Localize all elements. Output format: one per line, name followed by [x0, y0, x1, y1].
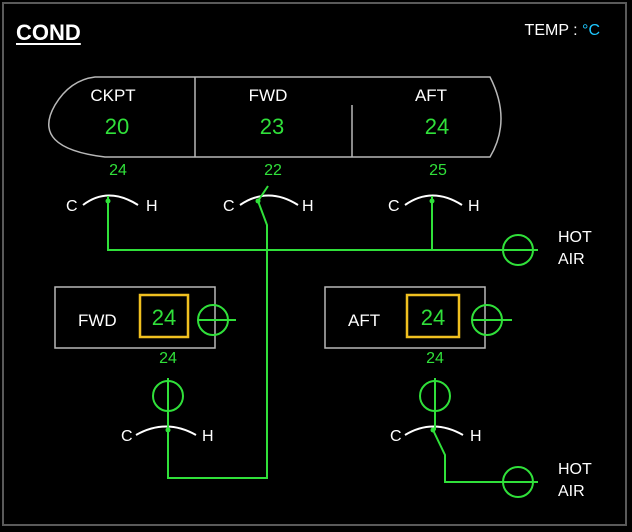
- trim-valve-fwd: [239, 185, 299, 206]
- zone-name-fwd: FWD: [248, 86, 288, 105]
- hot-air-manifold-upper: [107, 200, 503, 479]
- hot-label-aft: H: [468, 198, 480, 215]
- fwd-pack-inlet-valve: [152, 378, 184, 414]
- temp-unit: °C: [582, 22, 600, 39]
- aft-pack-box: [324, 286, 486, 349]
- pack-supply-temp-fwd: 24: [159, 350, 177, 367]
- zone-name-aft: AFT: [414, 86, 448, 105]
- zone-temp-aft: 24: [424, 114, 450, 139]
- supply-temp-aft: 25: [429, 162, 447, 179]
- temp-label: TEMP :: [524, 22, 583, 39]
- hot-air-manifold-lower: [432, 429, 503, 483]
- fwd-pack-temp-box: [138, 293, 190, 339]
- fwd-pack-flow-valve: [197, 304, 236, 336]
- pack-name-fwd: FWD: [78, 311, 117, 330]
- pack-name-aft: AFT: [348, 311, 381, 330]
- fwd-pack-box: [54, 286, 216, 349]
- cold-label-fwd: C: [223, 198, 235, 215]
- hot-label-ckpt: H: [146, 198, 158, 215]
- cold-label-aft-pack: C: [390, 428, 402, 445]
- page-title: COND: [16, 20, 81, 45]
- supply-temp-fwd: 22: [264, 162, 282, 179]
- hot-label-fwd: H: [302, 198, 314, 215]
- supply-temp-ckpt: 24: [109, 162, 127, 179]
- temp-unit-indicator: TEMP : °C: [525, 22, 600, 40]
- zone-temp-fwd: 23: [259, 114, 285, 139]
- trim-valve-aft: [404, 194, 463, 206]
- zone-temp-ckpt: 20: [104, 114, 130, 139]
- hot-air-valve-lower: [502, 466, 538, 498]
- hot-label-aft-pack: H: [470, 428, 482, 445]
- pack-temp-fwd: 24: [151, 305, 177, 330]
- cold-label-fwd-pack: C: [121, 428, 133, 445]
- display-border: [2, 2, 627, 526]
- cabin-outline: [48, 76, 502, 158]
- trim-valve-ckpt: [82, 194, 139, 206]
- hot-label-fwd-pack: H: [202, 428, 214, 445]
- zone-name-ckpt: CKPT: [90, 86, 136, 105]
- aft-pack-inlet-valve: [419, 378, 451, 414]
- fwd-pack-mix-valve: [135, 414, 197, 436]
- aft-pack-temp-box: [405, 293, 461, 339]
- aft-pack-flow-valve: [471, 304, 512, 336]
- hot-air-valve-upper: [502, 234, 538, 266]
- pack-supply-temp-aft: 24: [426, 350, 444, 367]
- cold-label-aft: C: [388, 198, 400, 215]
- pack-temp-aft: 24: [420, 305, 446, 330]
- cold-label-ckpt: C: [66, 198, 78, 215]
